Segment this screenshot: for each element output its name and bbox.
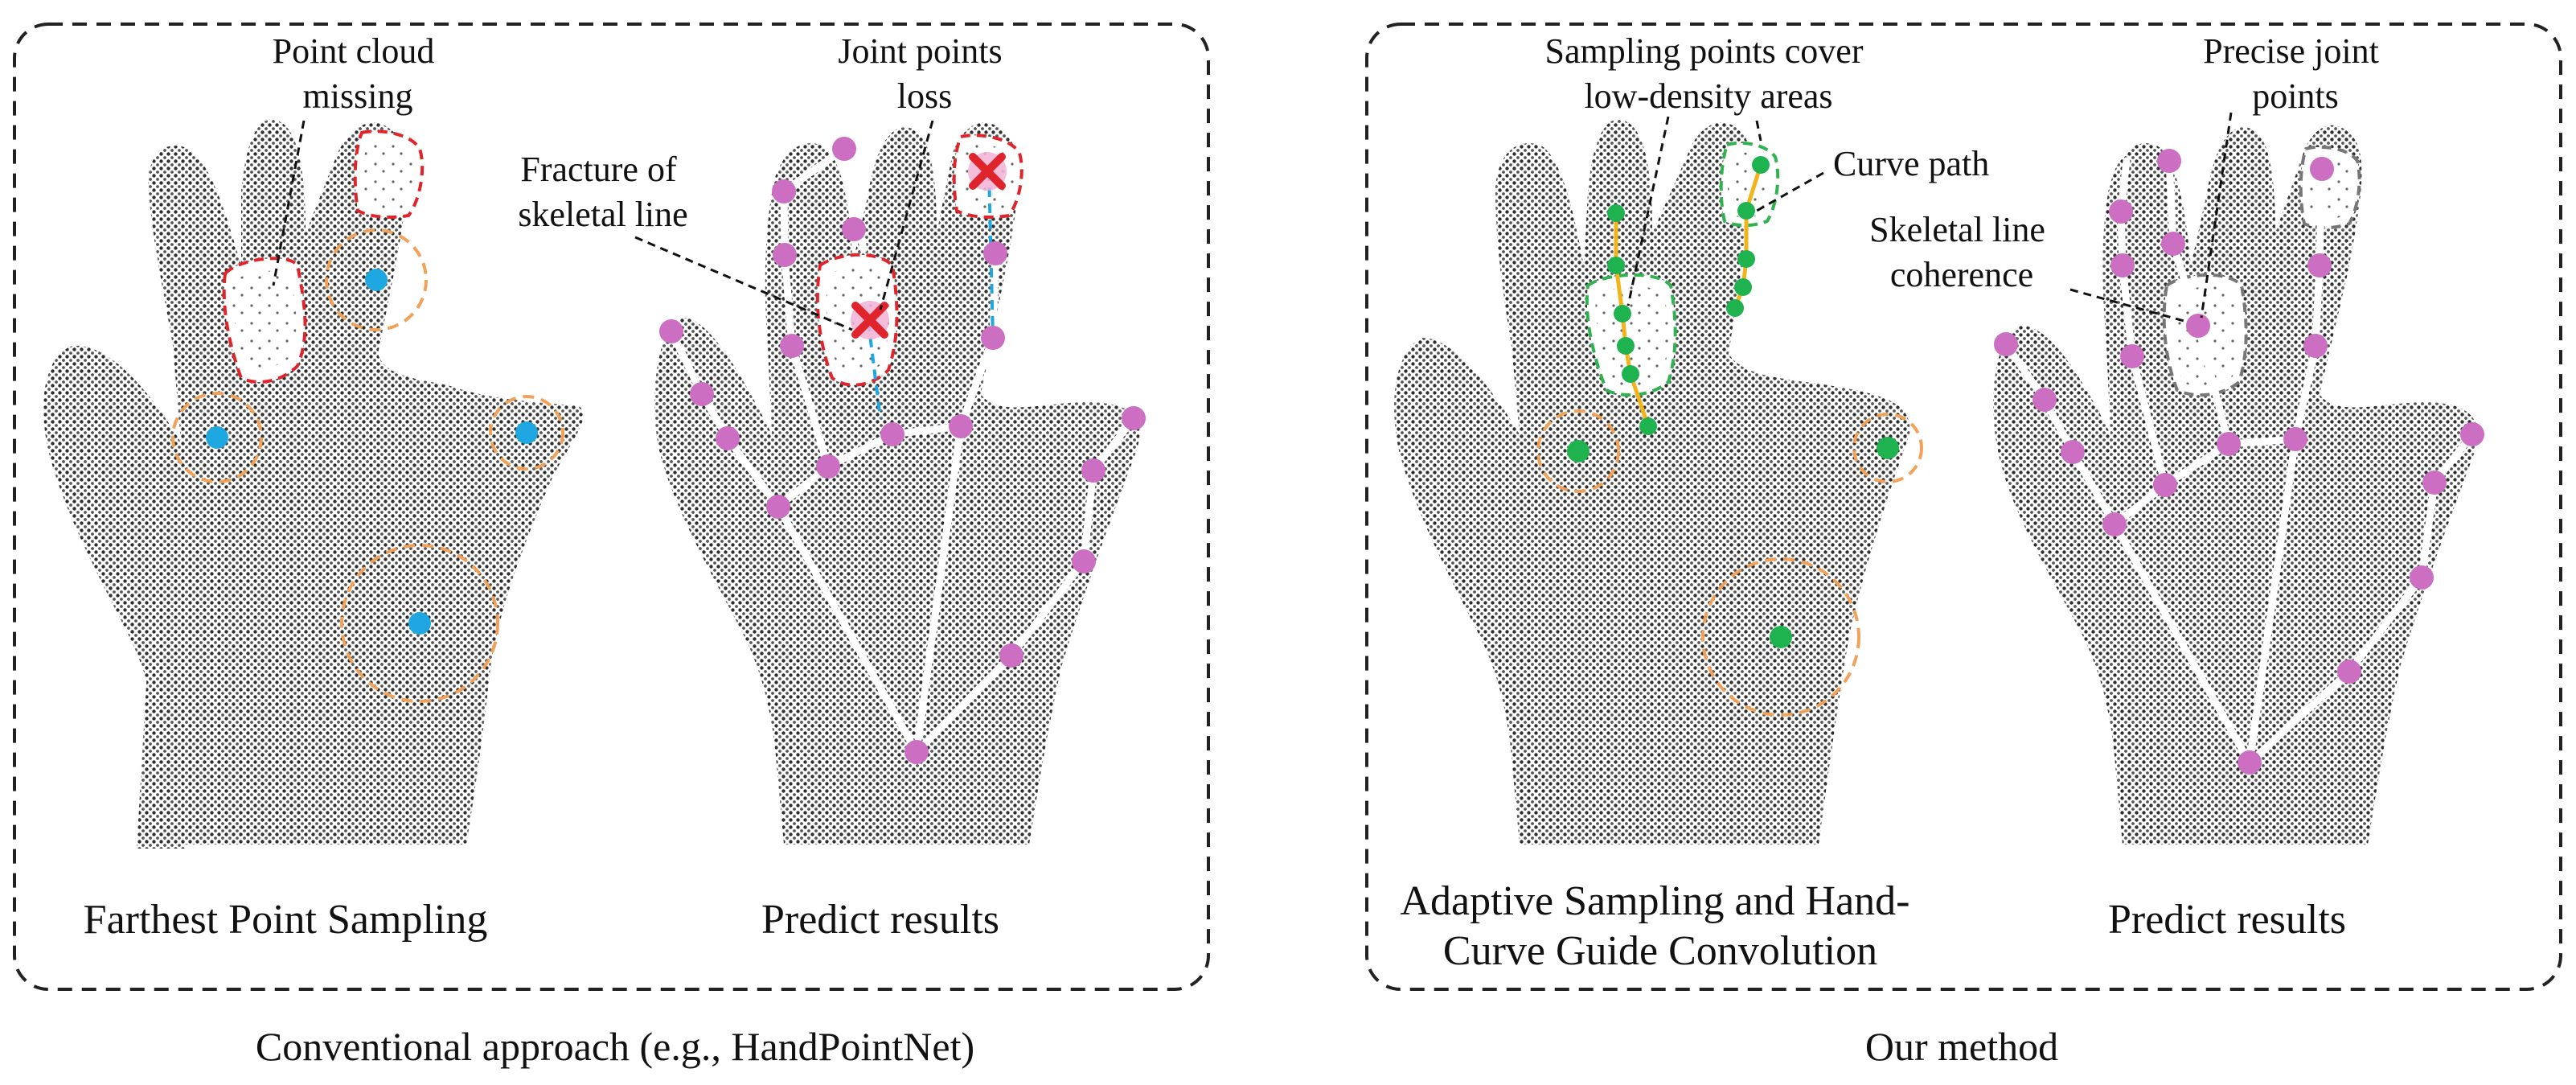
hand-predict-right-title: Predict results: [2108, 897, 2346, 943]
annotation-curve-path: Curve path: [1833, 144, 1989, 183]
sample-point: [365, 269, 388, 291]
sampling-radius-circle: [1701, 557, 1860, 717]
hand-predict-right: Precise joint points Skeletal line coher…: [1869, 31, 2484, 943]
annotation-sampling-points-cover: Sampling points cover low-density areas: [1545, 31, 1873, 116]
hand-adaptive: Sampling points cover low-density areas …: [1394, 31, 1989, 974]
leader-line: [634, 236, 853, 331]
hand-adaptive-cloud: [1394, 119, 1910, 845]
leader-line: [879, 120, 934, 310]
joint-points: [659, 137, 1146, 764]
lost-joint-marker: [968, 152, 1007, 191]
leader-line: [1755, 120, 1762, 142]
right-panel-caption: Our method: [1865, 1024, 2058, 1069]
sampling-radius-circle: [489, 395, 564, 471]
sample-point: [206, 426, 228, 449]
hand-fps-cloud: [43, 119, 584, 845]
sample-points: [1567, 156, 1899, 648]
sampling-radius-circle: [171, 392, 263, 483]
sampling-radius-circle: [1852, 413, 1923, 483]
sample-point: [515, 421, 538, 444]
hand-adaptive-title: Adaptive Sampling and Hand- Curve Guide …: [1401, 878, 1921, 974]
sampling-radius-circle: [325, 228, 428, 331]
leader-line: [1626, 116, 1670, 306]
left-panel-caption: Conventional approach (e.g., HandPointNe…: [256, 1024, 974, 1069]
left-panel-border: [13, 23, 1210, 991]
annotation-joint-points-loss: Joint points loss: [838, 31, 1011, 116]
hand-predict-left-title: Predict results: [761, 897, 999, 943]
joint-points: [1994, 149, 2484, 775]
annotation-fracture-of-skeletal-line: Fracture of skeletal line: [518, 150, 687, 234]
hand-predict-left-cloud: [654, 122, 1140, 845]
annotation-precise-joint-points: Precise joint points: [2203, 31, 2388, 116]
annotation-point-cloud-missing: Point cloud missing: [273, 31, 444, 116]
leader-line: [2069, 288, 2188, 323]
sampling-radius-circle: [1536, 409, 1620, 493]
hand-fps: Point cloud missing Farthest Point Sampl…: [43, 31, 584, 943]
hand-fps-title: Farthest Point Sampling: [84, 897, 488, 943]
annotation-skeletal-line-coherence: Skeletal line coherence: [1869, 210, 2054, 294]
hand-predict-left: Joint points loss Fracture of skeletal l…: [518, 31, 1146, 943]
sample-point: [408, 612, 431, 635]
lost-joint-marker: [851, 301, 889, 339]
leader-line: [2200, 112, 2233, 319]
right-panel-border: [1365, 23, 2562, 991]
leader-line: [272, 120, 306, 286]
sampling-radius-circle: [340, 544, 499, 703]
